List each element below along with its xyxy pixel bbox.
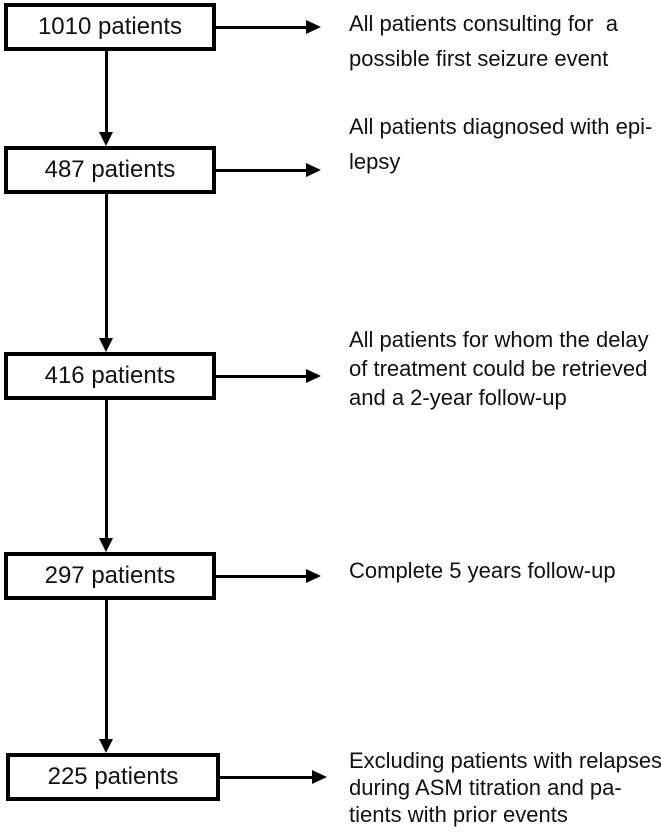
flow-box-step-5: 225 patients [6, 753, 220, 801]
note-step-3: All patients for whom the delay of treat… [349, 325, 649, 412]
down-arrowhead-icon-1 [99, 132, 113, 146]
flow-box-label-step-5: 225 patients [47, 763, 179, 790]
note-step-2: All patients diagnosed with epi- lepsy [349, 109, 652, 179]
down-arrowhead-icon-3 [99, 538, 113, 552]
right-arrowhead-icon-4 [306, 569, 321, 583]
down-arrowhead-icon-2 [99, 338, 113, 352]
note-line: All patients for whom the delay [349, 327, 649, 352]
right-arrow-line-3 [216, 375, 306, 378]
right-arrowhead-icon-5 [312, 770, 327, 784]
down-arrow-line-2 [105, 194, 108, 338]
note-step-5: Excluding patients with relapses during … [349, 747, 661, 828]
down-arrow-line-4 [105, 600, 108, 739]
note-line: during ASM titration and pa- [349, 775, 622, 800]
right-arrow-line-4 [216, 575, 306, 578]
flow-box-label-step-3: 416 patients [44, 362, 176, 389]
note-step-4: Complete 5 years follow-up [349, 556, 616, 585]
down-arrow-line-3 [105, 400, 108, 538]
flow-box-label-step-2: 487 patients [44, 156, 176, 183]
right-arrow-line-5 [220, 776, 312, 779]
flow-box-step-3: 416 patients [4, 352, 216, 400]
down-arrow-line-1 [105, 51, 108, 132]
right-arrowhead-icon-3 [306, 369, 321, 383]
note-line: tients with prior events [349, 802, 568, 827]
down-arrowhead-icon-4 [99, 739, 113, 753]
note-line: of treatment could be retrieved [349, 356, 648, 381]
note-line: Complete 5 years follow-up [349, 558, 616, 583]
flow-box-label-step-1: 1010 patients [37, 13, 183, 40]
note-step-1: All patients consulting for a possible f… [349, 6, 618, 76]
flow-box-step-1: 1010 patients [4, 3, 216, 51]
note-line: lepsy [349, 149, 401, 174]
right-arrowhead-icon-2 [306, 163, 321, 177]
flow-box-label-step-4: 297 patients [44, 562, 176, 589]
note-line: All patients consulting for a [349, 11, 619, 36]
right-arrowhead-icon-1 [306, 20, 321, 34]
flow-box-step-4: 297 patients [4, 552, 216, 600]
right-arrow-line-2 [216, 169, 306, 172]
note-line: possible first seizure event [349, 46, 609, 71]
note-line: All patients diagnosed with epi- [349, 114, 653, 139]
note-line: Excluding patients with relapses [349, 748, 661, 773]
note-line: and a 2-year follow-up [349, 385, 567, 410]
right-arrow-line-1 [216, 26, 306, 29]
flow-box-step-2: 487 patients [4, 146, 216, 194]
